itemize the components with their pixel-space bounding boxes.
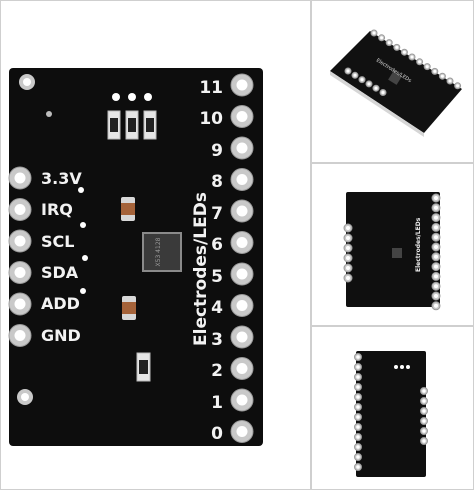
right-header-pads <box>230 73 254 443</box>
pin-label-add: ADD <box>41 294 80 313</box>
chip-marking: X53 4128 <box>155 237 162 266</box>
pin-label-11: 11 <box>199 78 223 98</box>
pin-label-sda: SDA <box>41 263 79 282</box>
electrodes-leds-label: Electrodes/LEDs <box>191 192 211 346</box>
thumbnail-front-view[interactable]: Electrodes/LEDs <box>311 163 474 326</box>
main-product-photo[interactable]: X53 4128 3.3V IRQ SCL SDA ADD GND 11 10 … <box>0 0 311 490</box>
breakout-board-main: X53 4128 3.3V IRQ SCL SDA ADD GND 11 10 … <box>8 68 263 446</box>
pin-label-0: 0 <box>211 424 223 444</box>
pin-label-gnd: GND <box>41 326 81 345</box>
pin-label-2: 2 <box>211 361 223 381</box>
pin-label-7: 7 <box>211 204 223 224</box>
pcb-board <box>9 68 263 446</box>
capacitor <box>121 197 135 221</box>
pin-label-9: 9 <box>211 141 223 161</box>
pin-label-3v3: 3.3V <box>41 169 82 188</box>
pin-label-6: 6 <box>211 235 223 255</box>
board-label: Electrodes/LEDs <box>415 217 422 272</box>
pin-label-1: 1 <box>211 393 223 413</box>
pcb-board <box>356 351 426 477</box>
pin-label-scl: SCL <box>41 232 74 251</box>
pin-label-8: 8 <box>211 172 223 192</box>
pin-label-3: 3 <box>211 330 223 350</box>
thumbnail-image: Electrodes/LEDs <box>330 29 462 137</box>
thumbnail-image: Electrodes/LEDs <box>343 192 441 311</box>
capacitor <box>122 296 136 320</box>
thumbnail-angled-view[interactable]: Electrodes/LEDs <box>311 0 474 163</box>
resistor <box>136 352 151 382</box>
pin-label-5: 5 <box>211 267 223 287</box>
thumbnail-back-view[interactable] <box>311 326 474 490</box>
ic-chip: X53 4128 <box>142 232 182 272</box>
thumbnail-image <box>354 351 428 477</box>
pin-label-10: 10 <box>199 109 223 129</box>
pin-label-4: 4 <box>211 298 223 318</box>
resistor-group <box>107 110 157 140</box>
left-header-pads <box>8 166 32 347</box>
pin-label-irq: IRQ <box>41 200 73 219</box>
